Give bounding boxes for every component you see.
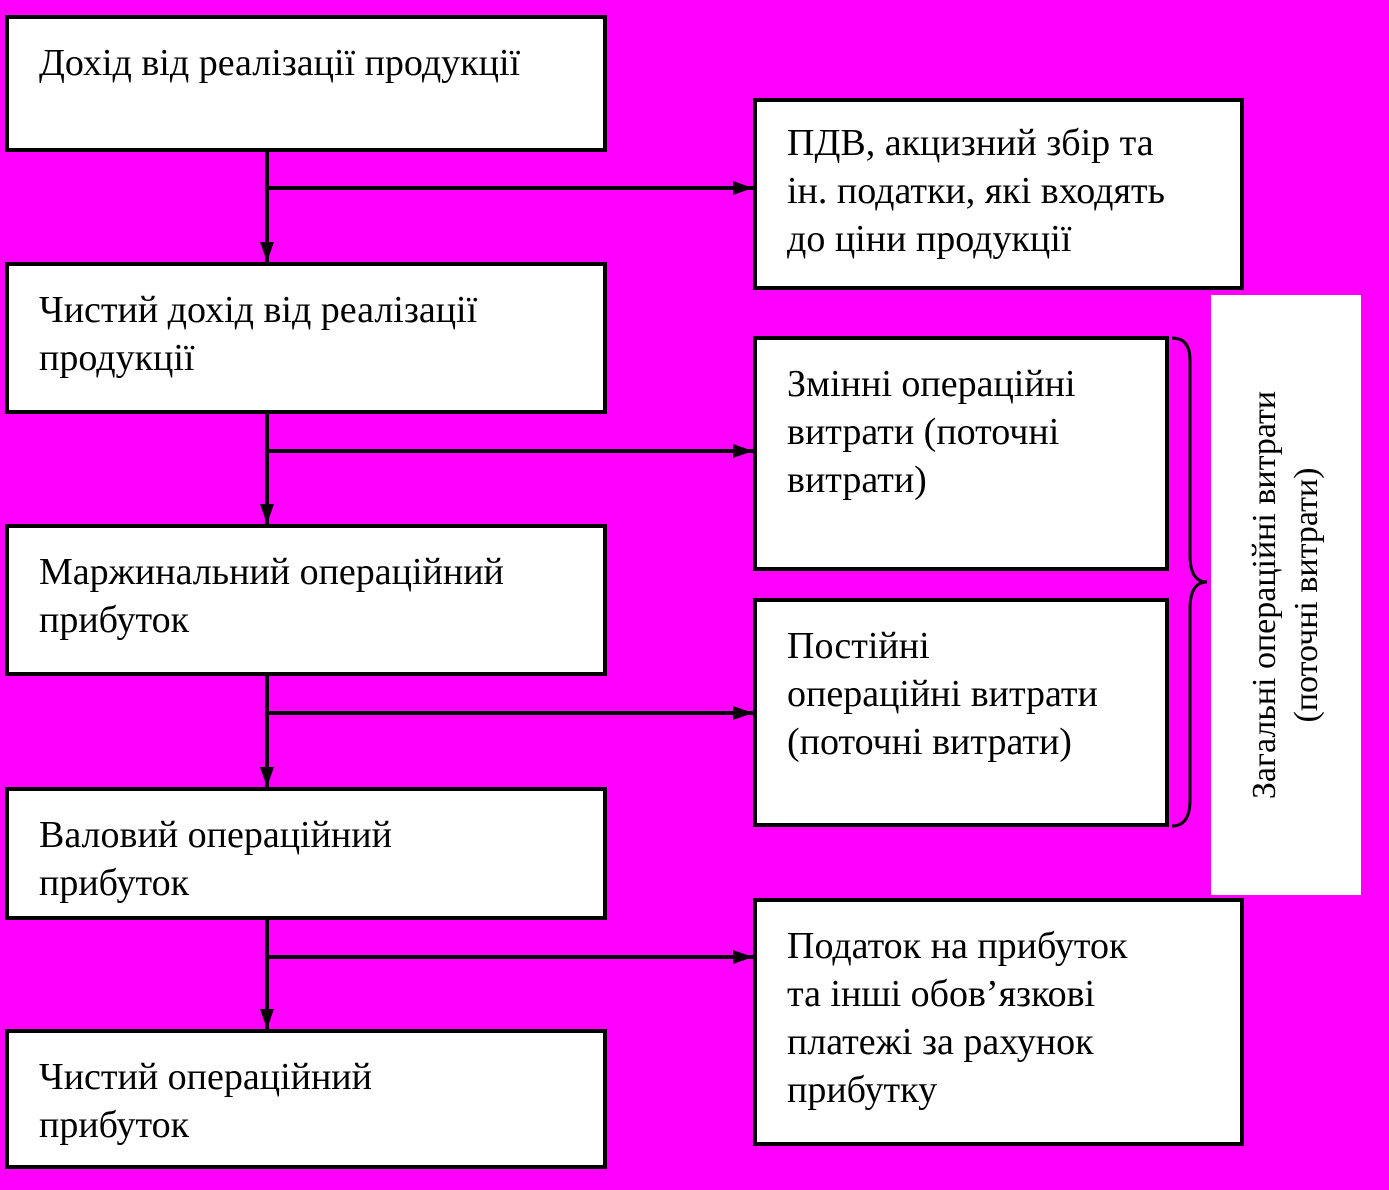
fixed-costs-line: (поточні витрати)	[787, 721, 1072, 763]
fixed-costs-box: Постійні операційні витрати (поточні вит…	[753, 598, 1169, 827]
net-profit-box: Чистий операційний прибуток	[5, 1029, 607, 1169]
marginal-profit-box: Маржинальний операційний прибуток	[5, 524, 607, 676]
cost-group-brace	[1171, 336, 1208, 828]
fixed-costs-line: операційні витрати	[787, 673, 1098, 715]
income-tax-box: Податок на прибуток та інші обов’язкові …	[753, 898, 1244, 1146]
variable-costs-text: Змінні операційні витрати (поточні витра…	[787, 360, 1155, 504]
net-profit-line: Чистий операційний	[39, 1056, 372, 1098]
variable-costs-line: Змінні операційні	[787, 363, 1076, 405]
gross-profit-text: Валовий операційний прибуток	[39, 811, 593, 907]
total-costs-line: (поточні витрати)	[1288, 467, 1325, 723]
gross-profit-line: Валовий операційний	[39, 814, 392, 856]
net-revenue-text: Чистий дохід від реалізації продукції	[39, 286, 593, 382]
marginal-profit-text: Маржинальний операційний прибуток	[39, 548, 593, 644]
taxes-box: ПДВ, акцизний збір та ін. податки, які в…	[753, 98, 1244, 290]
gross-profit-box: Валовий операційний прибуток	[5, 787, 607, 920]
gross-profit-line: прибуток	[39, 862, 190, 904]
variable-costs-line: витрати)	[787, 459, 927, 501]
income-tax-line: прибутку	[787, 1069, 938, 1111]
revenue-text: Дохід від реалізації продукції	[39, 39, 593, 87]
income-tax-line: Податок на прибуток	[787, 925, 1128, 967]
net-revenue-line: Чистий дохід від реалізації	[39, 289, 478, 331]
fixed-costs-line: Постійні	[787, 625, 930, 667]
revenue-box: Дохід від реалізації продукції	[5, 15, 607, 152]
income-tax-line: платежі за рахунок	[787, 1021, 1094, 1063]
marginal-profit-line: Маржинальний операційний	[39, 551, 504, 593]
taxes-text: ПДВ, акцизний збір та ін. податки, які в…	[787, 119, 1230, 263]
revenue-line: Дохід від реалізації продукції	[39, 42, 521, 84]
fixed-costs-text: Постійні операційні витрати (поточні вит…	[787, 622, 1155, 766]
total-costs-label: Загальні операційні витрати (поточні вит…	[1244, 315, 1328, 875]
taxes-line: ПДВ, акцизний збір та	[787, 122, 1154, 164]
net-profit-text: Чистий операційний прибуток	[39, 1053, 593, 1149]
income-tax-text: Податок на прибуток та інші обов’язкові …	[787, 922, 1230, 1114]
total-costs-line: Загальні операційні витрати	[1246, 390, 1283, 800]
net-revenue-line: продукції	[39, 337, 195, 379]
net-revenue-box: Чистий дохід від реалізації продукції	[5, 262, 607, 414]
variable-costs-box: Змінні операційні витрати (поточні витра…	[753, 336, 1169, 571]
variable-costs-line: витрати (поточні	[787, 411, 1060, 453]
taxes-line: ін. податки, які входять	[787, 170, 1165, 212]
total-costs-panel: Загальні операційні витрати (поточні вит…	[1211, 295, 1361, 895]
marginal-profit-line: прибуток	[39, 599, 190, 641]
taxes-line: до ціни продукції	[787, 218, 1072, 260]
net-profit-line: прибуток	[39, 1104, 190, 1146]
income-tax-line: та інші обов’язкові	[787, 973, 1096, 1015]
